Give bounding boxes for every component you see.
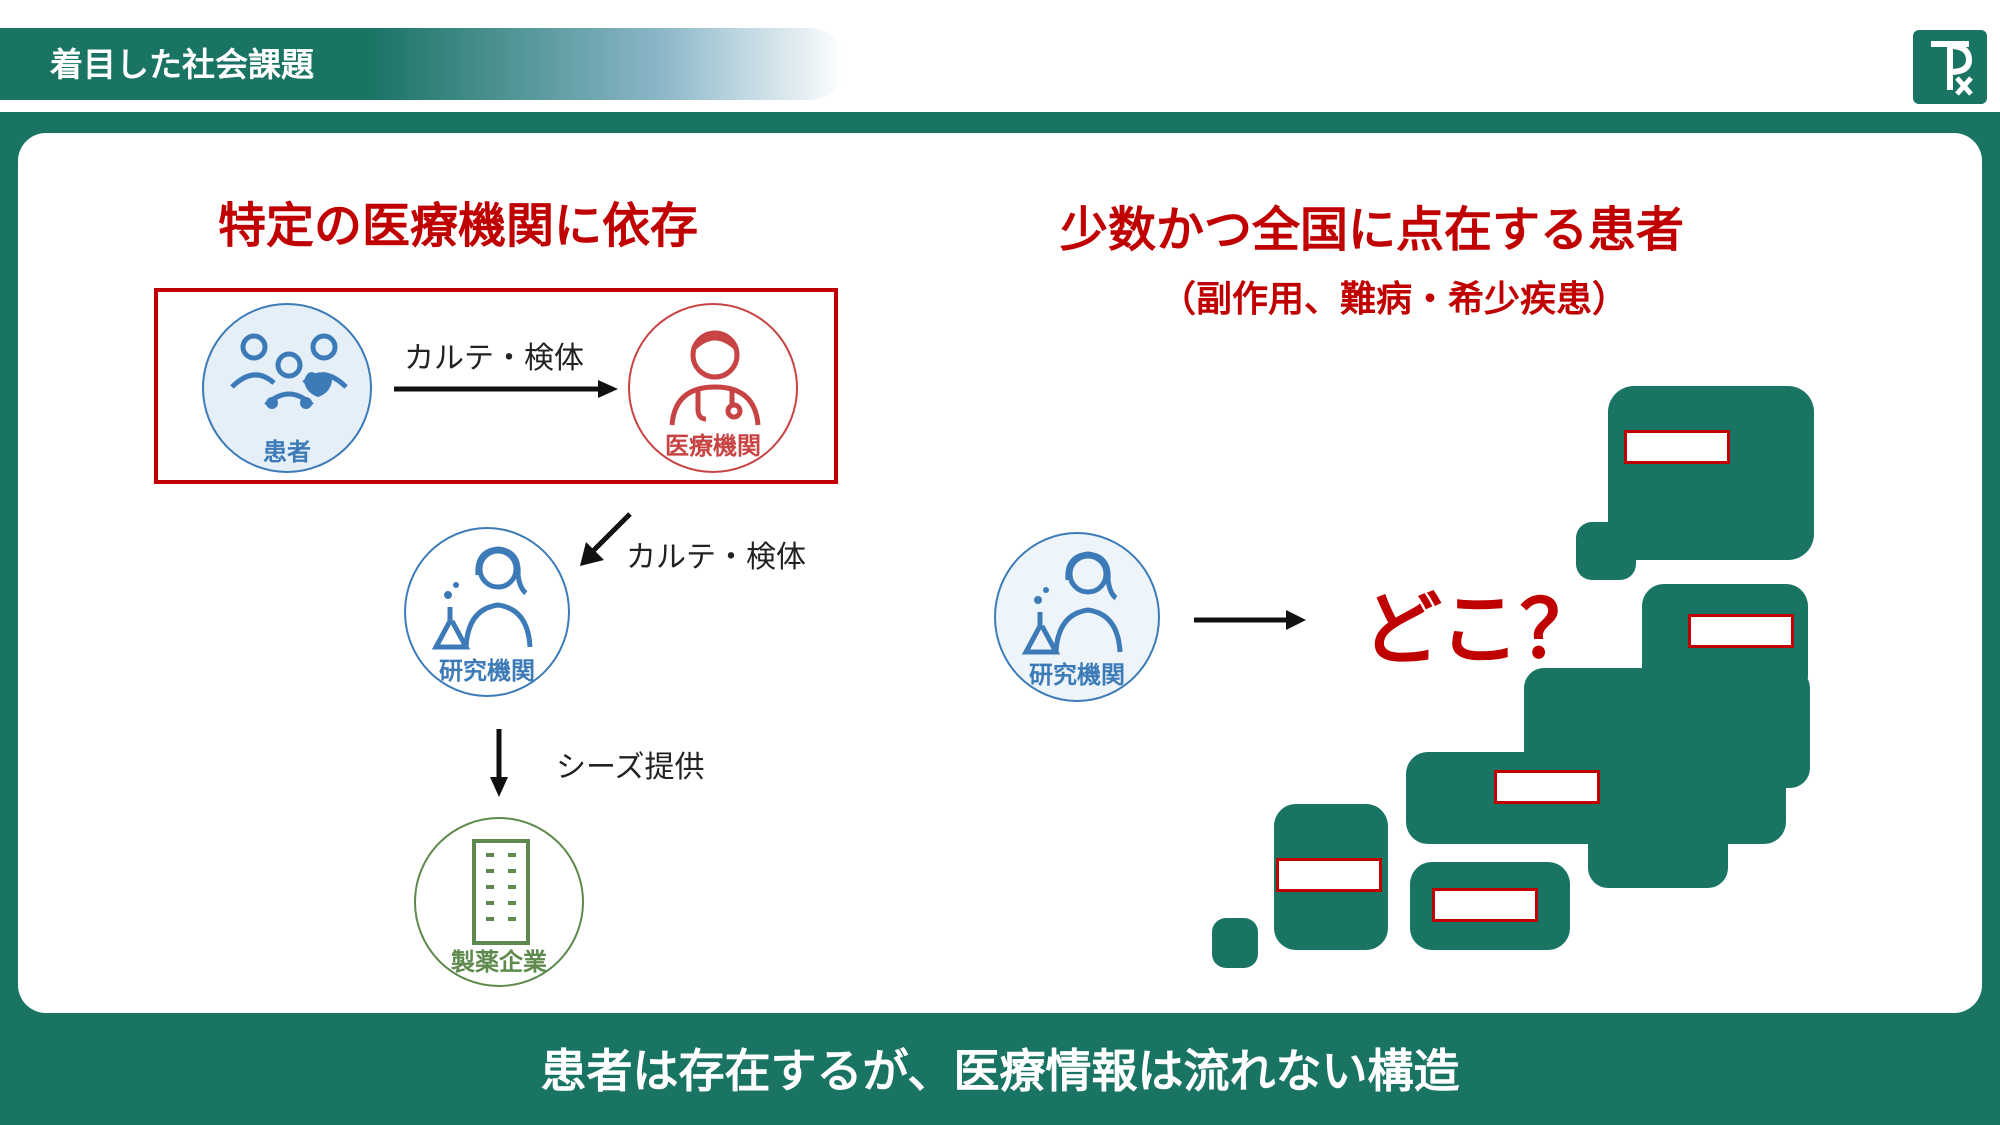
right-heading: 少数かつ全国に点在する患者 [1060,202,1685,258]
pharma-label: 製薬企業 [451,948,547,976]
arrow-right-icon [394,380,618,398]
arrow3-label: シーズ提供 [556,750,705,785]
research-node [404,527,570,697]
researcher-icon [1021,551,1123,655]
map-region-hokkaido-tip [1576,522,1636,580]
logo-icon [1931,41,1973,96]
research-node-right [994,532,1160,702]
arrow-diagonal-icon [580,512,632,566]
patients-icon [230,333,348,409]
logo [1913,30,1987,104]
footer-message: 患者は存在するが、医療情報は流れない構造 [540,1044,1460,1098]
page-title: 着目した社会課題 [50,45,314,84]
patient-node [202,303,372,473]
research-label-right: 研究機関 [1029,661,1125,689]
arrow1-label: カルテ・検体 [404,341,584,376]
map-region-hokkaido [1608,386,1814,560]
title-bar [0,28,845,100]
map-region-kinki [1588,800,1728,888]
doctor-icon [669,330,761,426]
where-question: どこ？ [1362,583,1600,676]
mini-diagram [1432,888,1538,922]
arrow-right-icon [1194,610,1306,630]
arrow2-label: カルテ・検体 [626,540,806,575]
dependency-box [154,288,838,484]
research-label: 研究機関 [439,657,535,685]
mini-diagram [1276,858,1382,892]
arrow-down-icon [490,729,508,797]
building-icon [472,839,530,945]
medical-node [628,303,798,473]
mini-diagram [1688,614,1794,648]
pharma-node [414,817,584,987]
researcher-icon [431,546,533,650]
mini-diagram [1494,770,1600,804]
left-heading: 特定の医療機関に依存 [218,198,699,254]
map-region-okinawa [1212,918,1258,968]
patient-label: 患者 [263,438,311,466]
right-subheading: （副作用、難病・希少疾患） [1160,279,1629,320]
medical-label: 医療機関 [665,432,761,460]
mini-diagram [1624,430,1730,464]
